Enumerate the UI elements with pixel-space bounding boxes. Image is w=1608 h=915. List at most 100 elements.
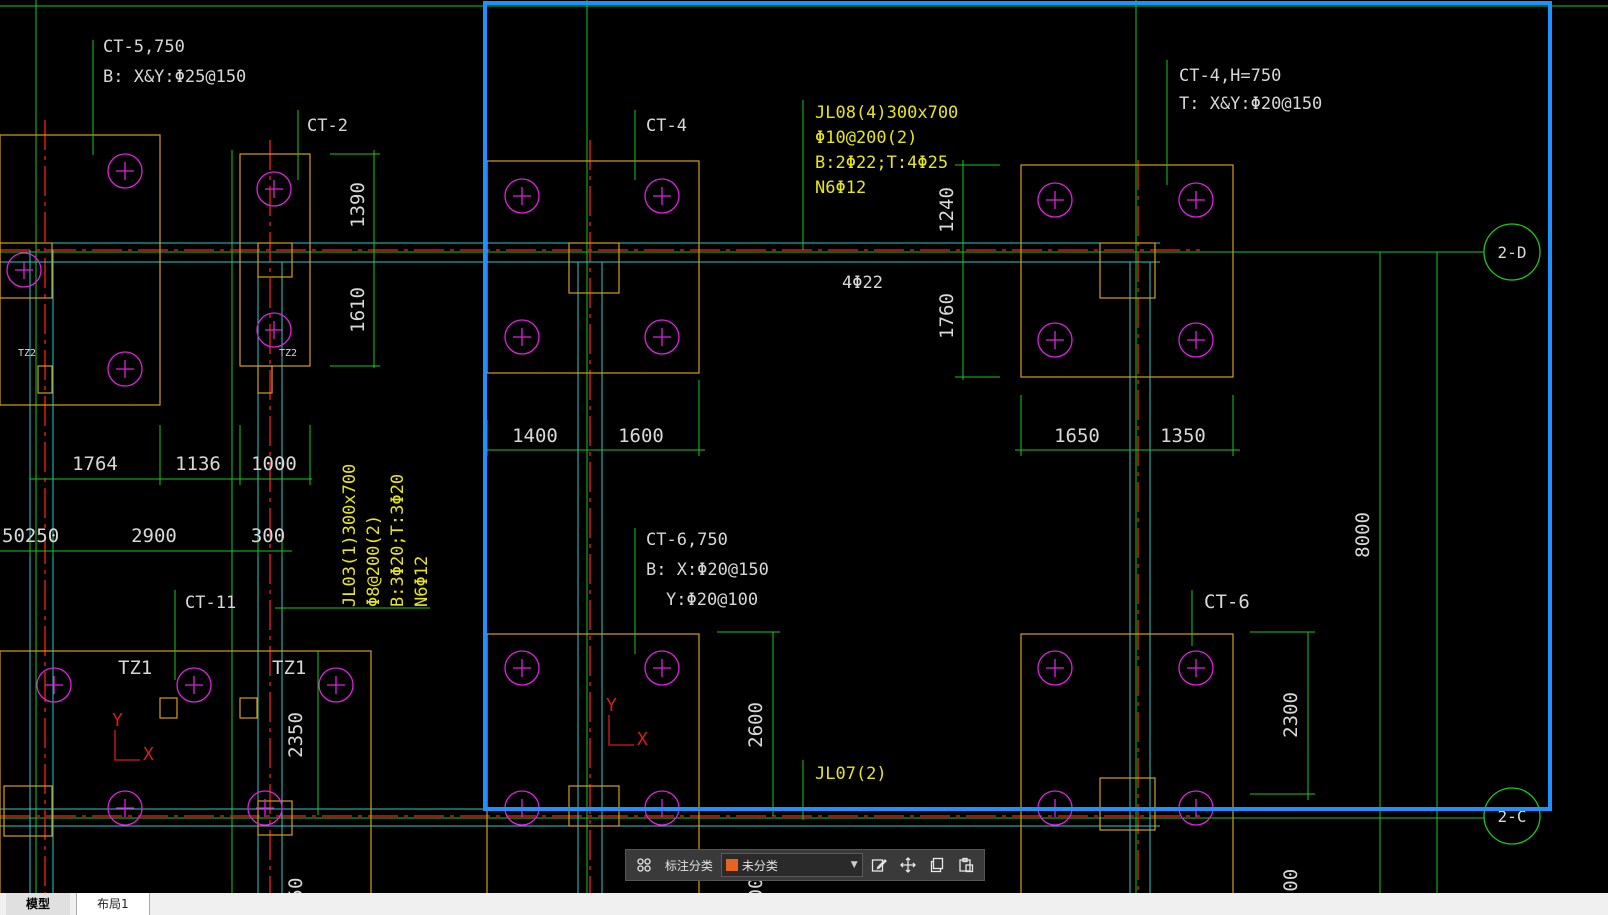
ucs-icon-right (608, 715, 634, 746)
pile-symbol (256, 171, 292, 207)
grid-bubbles (1483, 223, 1541, 845)
ucs-x-left: X (143, 744, 154, 765)
edit-icon[interactable] (867, 852, 892, 878)
label-ct2: CT-2 (307, 116, 348, 136)
pile-symbol (1037, 650, 1073, 686)
ucs-x-right: X (637, 729, 648, 750)
axis-lines (0, 0, 1608, 893)
label-tz1-right: TZ1 (272, 657, 306, 679)
label-jl08-3: B:2Φ22;T:4Φ25 (815, 153, 948, 173)
pile-symbol (1037, 322, 1073, 358)
pile-symbol (256, 312, 292, 348)
label-ct6a: CT-6,750 (646, 530, 728, 550)
beam-edges (0, 242, 1160, 893)
label-jl03-1: JL03(1)300x700 (340, 464, 360, 607)
pile-symbol (644, 319, 680, 355)
label-ct6a-rebar-x: B: X:Φ20@150 (646, 560, 769, 580)
pile-symbol (644, 178, 680, 214)
label-ct4b-rebar: T: X&Y:Φ20@150 (1179, 94, 1322, 114)
dim-1600: 1600 (618, 425, 664, 447)
dim-1136: 1136 (175, 453, 221, 475)
pile-symbol (107, 351, 143, 387)
dim-300: 300 (251, 525, 285, 547)
centerlines (0, 120, 1200, 893)
footings (0, 134, 1234, 893)
category-label: 标注分类 (664, 858, 713, 873)
pile-symbol (504, 319, 540, 355)
dim-250: 250 (25, 525, 59, 547)
pile-symbol (644, 650, 680, 686)
pile-symbol (504, 178, 540, 214)
label-ct5-rebar: B: X&Y:Φ25@150 (103, 67, 246, 87)
pile-symbol (247, 790, 283, 826)
cad-drawing-canvas[interactable]: 2-D 2-C Y X Y X CT-5,750 B: X&Y:Φ25@150 … (0, 0, 1608, 893)
pile-symbol (36, 667, 72, 703)
dim-2300: 2300 (1280, 692, 1302, 738)
ucs-icon-left (114, 730, 140, 761)
dim-1610: 1610 (347, 287, 369, 333)
label-tz1-left: TZ1 (118, 657, 152, 679)
pile-symbol (176, 667, 212, 703)
tab-model[interactable]: 模型 (6, 893, 71, 915)
copy-icon[interactable] (924, 852, 949, 878)
category-select[interactable]: 未分类 ▼ (720, 853, 863, 877)
dimension-lines (0, 40, 1485, 820)
dim-1764: 1764 (72, 453, 118, 475)
dim-1000: 1000 (251, 453, 297, 475)
pile-symbol (1178, 650, 1214, 686)
move-icon[interactable] (895, 852, 920, 878)
pile-symbol (1037, 182, 1073, 218)
footing-labels: CT-5,750 B: X&Y:Φ25@150 CT-2 CT-4 CT-4,H… (18, 37, 1322, 679)
dim-700: 700 (1280, 869, 1302, 893)
chevron-down-icon: ▼ (850, 860, 858, 870)
pile-symbol (107, 153, 143, 189)
dim-00: 00 (745, 878, 767, 893)
label-jl08-4: N6Φ12 (815, 178, 866, 198)
pile-symbol (1178, 322, 1214, 358)
label-jl07: JL07(2) (815, 764, 887, 784)
grid-label-2d: 2-D (1498, 243, 1527, 262)
label-tz2-left: TZ2 (18, 348, 36, 359)
tab-layout1[interactable]: 布局1 (76, 893, 150, 915)
label-jl03-4: N6Φ12 (412, 556, 432, 607)
dim-1240: 1240 (936, 187, 958, 233)
category-color-swatch (725, 859, 738, 871)
label-beam-bar: 4Φ22 (842, 273, 883, 293)
dim-2900: 2900 (131, 525, 177, 547)
label-jl08-2: Φ10@200(2) (815, 128, 917, 148)
pile-symbol (1178, 182, 1214, 218)
dim-8000: 8000 (1352, 512, 1374, 558)
dim-2350: 2350 (285, 712, 307, 758)
ucs-y-right: Y (606, 695, 617, 716)
ucs-y-left: Y (112, 710, 123, 731)
grid-label-2c: 2-C (1498, 807, 1527, 826)
beam-labels: JL08(4)300x700 Φ10@200(2) B:2Φ22;T:4Φ25 … (340, 103, 958, 784)
dim-1350: 1350 (1160, 425, 1206, 447)
pile-symbol (318, 667, 354, 703)
dimension-texts: 1764 1136 1000 1390 1610 1400 1600 1240 … (2, 182, 1374, 893)
label-ct6a-rebar-y: Y:Φ20@100 (666, 590, 758, 610)
label-jl03-2: Φ8@200(2) (364, 515, 384, 607)
piles (6, 153, 1214, 826)
dim-50b: 50 (285, 878, 307, 893)
dim-1390: 1390 (347, 182, 369, 228)
label-ct11: CT-11 (185, 593, 236, 613)
dim-1760: 1760 (936, 293, 958, 339)
label-jl03-3: B:3Φ20;T:3Φ20 (388, 474, 408, 607)
category-value: 未分类 (741, 858, 778, 873)
paste-icon[interactable] (953, 852, 978, 878)
label-ct4b: CT-4,H=750 (1179, 66, 1281, 86)
pile-symbol (107, 790, 143, 826)
dim-1650: 1650 (1054, 425, 1100, 447)
label-ct5: CT-5,750 (103, 37, 185, 57)
dim-2600: 2600 (745, 702, 767, 748)
label-ct6b: CT-6 (1204, 591, 1250, 613)
label-ct4a: CT-4 (646, 116, 687, 136)
annotation-toolbar: 标注分类 未分类 ▼ (625, 849, 985, 881)
layout-tab-bar: 模型 布局1 (0, 893, 1608, 915)
dim-50: 50 (2, 525, 25, 547)
grid-icon[interactable] (632, 852, 657, 878)
selection-window[interactable] (483, 1, 1552, 811)
label-tz2-right: TZ2 (279, 348, 297, 359)
dim-1400: 1400 (512, 425, 558, 447)
